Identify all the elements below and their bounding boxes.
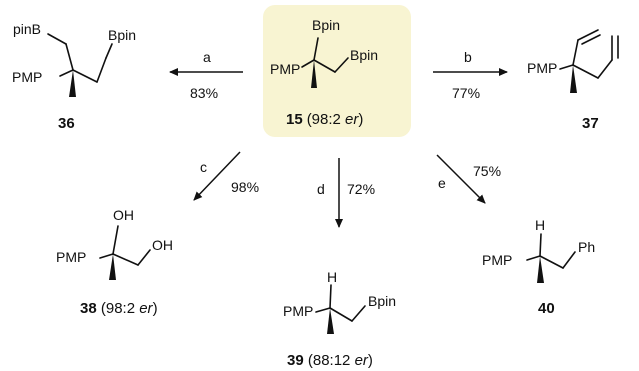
arrow-line — [193, 151, 241, 201]
bond — [72, 69, 98, 83]
bond — [559, 64, 574, 70]
reagent-letter: c — [200, 159, 207, 175]
bond — [334, 57, 349, 73]
bpin-label-top: Bpin — [312, 17, 340, 33]
bond — [99, 253, 114, 259]
bond — [59, 69, 74, 77]
wedge-bond — [109, 254, 116, 280]
er-italic: er — [345, 111, 359, 128]
er-close: ) — [153, 300, 158, 317]
h-label: H — [535, 217, 545, 233]
compound-number: 36 — [58, 115, 75, 132]
er-open: (98:2 — [307, 111, 345, 128]
bond — [112, 225, 119, 255]
pmp-label: PMP — [270, 61, 300, 77]
wedge-bond — [327, 308, 334, 334]
compound-number: 40 — [538, 300, 555, 317]
bond — [539, 255, 564, 269]
arrow-d: d 72% — [317, 158, 375, 228]
bond — [539, 233, 542, 257]
wedge-bond — [69, 70, 76, 97]
ph-label: Ph — [578, 239, 595, 255]
bond — [572, 64, 599, 79]
bond — [65, 43, 74, 71]
bond — [329, 307, 353, 322]
reagent-letter: e — [438, 175, 446, 191]
bond — [47, 33, 67, 45]
er-open: (88:12 — [304, 352, 355, 369]
arrow-line — [436, 154, 486, 204]
bpin-label: Bpin — [108, 27, 136, 43]
bond — [315, 307, 331, 313]
bond — [562, 251, 576, 269]
bond — [313, 59, 336, 73]
yield-label: 77% — [452, 85, 480, 101]
bond — [572, 39, 579, 66]
bond — [112, 253, 139, 266]
bond — [581, 34, 601, 45]
bond — [351, 305, 366, 322]
wedge-bond — [311, 60, 317, 88]
bpin-label-right: Bpin — [350, 47, 378, 63]
pmp-label: PMP — [527, 60, 557, 76]
er-italic: er — [355, 352, 369, 369]
oh-label-right: OH — [152, 237, 173, 253]
compound-number: 37 — [582, 115, 599, 132]
bond — [301, 59, 315, 68]
product-38: OH OH PMP 38 (98:2 er) — [56, 207, 173, 317]
product-39: H Bpin PMP 39 (88:12 er) — [283, 269, 396, 369]
arrow-a: a 83% — [169, 49, 243, 101]
yield-label: 98% — [231, 179, 259, 195]
compound-39-caption: 39 (88:12 er) — [287, 352, 373, 369]
reagent-letter: a — [203, 49, 211, 65]
yield-label: 83% — [190, 85, 218, 101]
bond — [137, 249, 151, 266]
pmp-label: PMP — [482, 252, 512, 268]
wedge-bond — [537, 256, 544, 283]
compound-15-caption: 15(98:2 er) — [286, 111, 363, 128]
arrow-b: b 77% — [433, 49, 508, 101]
reagent-letter: d — [317, 181, 325, 197]
product-37: PMP 37 — [527, 29, 619, 132]
bond — [313, 37, 319, 61]
reagent-letter: b — [464, 49, 472, 65]
h-label: H — [327, 269, 337, 285]
yield-label: 72% — [347, 181, 375, 197]
pinb-label: pinB — [13, 21, 41, 37]
er-close: ) — [358, 111, 363, 128]
arrow-c: c 98% — [193, 151, 259, 201]
compound-number: 15 — [286, 111, 303, 128]
arrow-e: e 75% — [436, 154, 501, 204]
product-40: H Ph PMP 40 — [482, 217, 595, 317]
compound-38-caption: 38 (98:2 er) — [80, 300, 158, 317]
bpin-label: Bpin — [368, 293, 396, 309]
wedge-bond — [570, 65, 577, 93]
er-close: ) — [368, 352, 373, 369]
compound-number: 39 — [287, 352, 304, 369]
bond — [96, 57, 107, 83]
compound-number: 38 — [80, 300, 97, 317]
yield-label: 75% — [473, 163, 501, 179]
pmp-label: PMP — [56, 249, 86, 265]
bond — [526, 255, 541, 261]
bond — [597, 59, 613, 79]
oh-label-top: OH — [113, 207, 134, 223]
product-36: pinB Bpin PMP 36 — [12, 21, 136, 132]
bond — [577, 29, 599, 41]
bond — [105, 43, 113, 59]
er-open: (98:2 — [97, 300, 140, 317]
pmp-label: PMP — [12, 69, 42, 85]
pmp-label: PMP — [283, 303, 313, 319]
compound-15: Bpin Bpin PMP 15(98:2 er) — [263, 5, 411, 137]
bond — [329, 284, 332, 309]
er-italic: er — [139, 300, 153, 317]
